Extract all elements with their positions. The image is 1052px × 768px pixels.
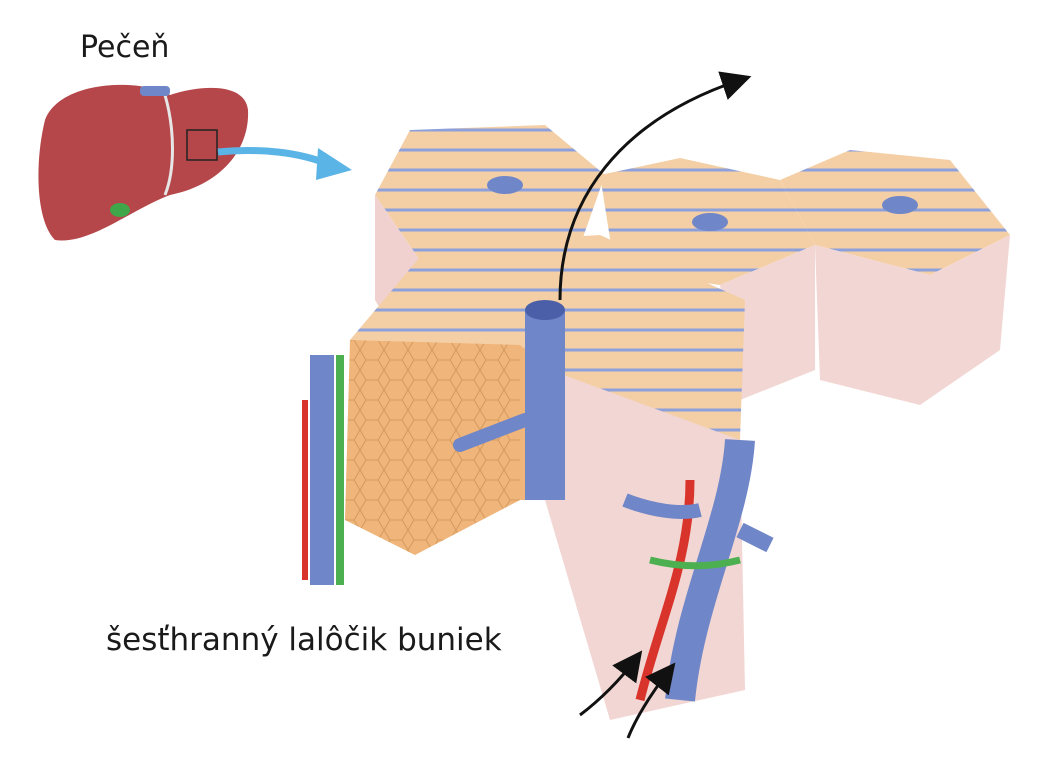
inflow-arrow-1	[579, 650, 643, 717]
outflow-arrow	[558, 71, 752, 301]
inflow-arrow-2	[626, 662, 676, 739]
liver-icon	[38, 84, 249, 241]
lobule-top-right	[780, 150, 1010, 405]
zoom-arrow	[217, 147, 332, 169]
lobule-top-middle	[600, 158, 815, 400]
lobule-label: šesťhranný lalôčik buniek	[106, 622, 502, 658]
portal-triad-left	[302, 355, 344, 585]
organ-label: Pečeň	[80, 30, 170, 65]
central-vein	[453, 300, 565, 500]
